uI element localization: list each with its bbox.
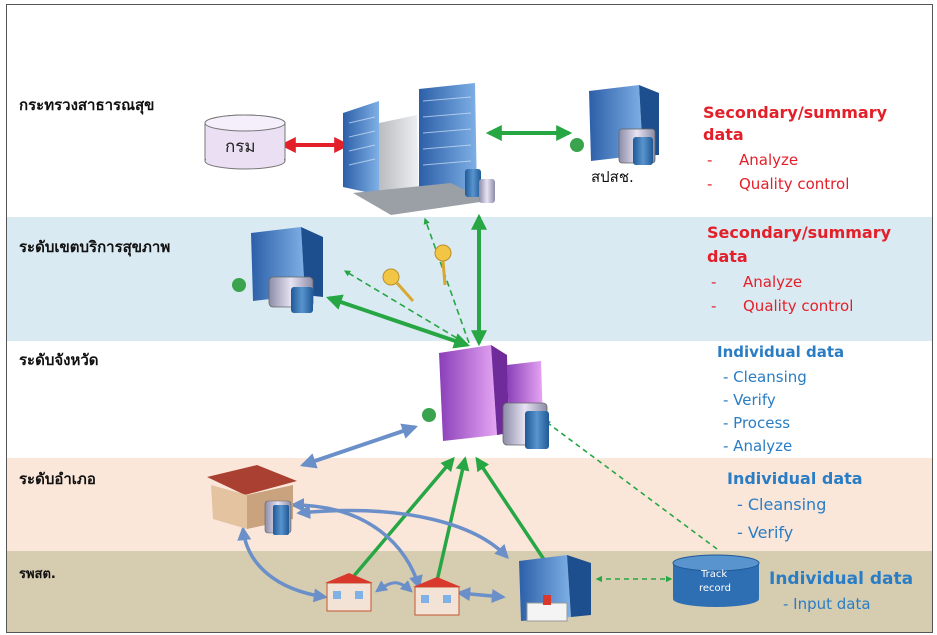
department-label: กรม [225, 137, 256, 157]
track-record-label-2: record [699, 583, 731, 594]
arrow-district-province [299, 423, 419, 469]
track-record-label-1: Track [701, 569, 728, 580]
diagram-art [204, 83, 760, 622]
district-notes-title: Individual data [727, 469, 863, 488]
health-center-icon [413, 577, 461, 616]
province-notes-item: - Process [723, 414, 791, 432]
dashed-arrow-province-ministry [423, 217, 470, 344]
arrow-hospital-province [475, 456, 547, 562]
level-label-subdistrict: รพสต. [19, 567, 56, 582]
province-building-icon [422, 345, 549, 449]
subdistrict-notes-item: - Input data [783, 595, 871, 613]
district-notes-item: - Cleansing [737, 495, 827, 514]
region-building-icon [232, 227, 323, 313]
district-hospital-icon [207, 465, 297, 535]
health-center-icon [325, 573, 373, 612]
region-notes-dash-1: - [711, 273, 717, 291]
curve-hc2-hospital [456, 587, 506, 603]
region-notes-item-2: Quality control [743, 297, 854, 315]
ministry-building-icon [343, 83, 495, 215]
level-label-ministry: กระทรวงสาธารณสุข [19, 96, 155, 114]
key-icon [434, 244, 452, 286]
ministry-notes-title-1: Secondary/summary [703, 103, 888, 122]
ministry-notes-item-2: Quality control [739, 175, 850, 193]
province-notes-item: - Verify [723, 391, 776, 409]
track-record-database-icon [672, 554, 760, 607]
curve-district-hospital [296, 504, 509, 560]
subdistrict-notes-title: Individual data [769, 569, 914, 589]
ministry-notes-title-2: data [703, 125, 744, 144]
department-database-icon [204, 114, 286, 170]
province-notes-item: - Cleansing [723, 368, 807, 386]
ministry-notes-item-1: Analyze [739, 151, 799, 169]
dashed-arrow-trackrecord-province [543, 420, 718, 550]
nhso-building-icon [570, 85, 659, 165]
region-notes-dash-2: - [711, 297, 717, 315]
district-notes-item: - Verify [737, 523, 794, 542]
level-label-province: ระดับจังหวัด [19, 351, 99, 369]
community-hospital-icon [519, 555, 591, 622]
ministry-notes-dash-2: - [707, 175, 713, 193]
level-label-region: ระดับเขตบริการสุขภาพ [19, 238, 171, 256]
diagram-frame: กระทรวงสาธารณสุข ระดับเขตบริการสุขภาพ ระ… [6, 4, 933, 633]
nhso-label: สปสช. [591, 168, 634, 186]
arrow-region-province [325, 294, 471, 349]
province-notes-title: Individual data [717, 343, 845, 361]
curve-district-hc1 [237, 526, 328, 603]
key-icon [382, 268, 415, 302]
ministry-notes-dash-1: - [707, 151, 713, 169]
curve-hc1-hc2 [375, 580, 413, 593]
region-notes-title-1: Secondary/summary [707, 223, 892, 242]
region-notes-title-2: data [707, 247, 748, 266]
arrow-hc1-province [351, 456, 455, 579]
province-notes-item: - Analyze [723, 437, 793, 455]
level-label-district: ระดับอำเภอ [19, 470, 96, 488]
region-notes-item-1: Analyze [743, 273, 803, 291]
